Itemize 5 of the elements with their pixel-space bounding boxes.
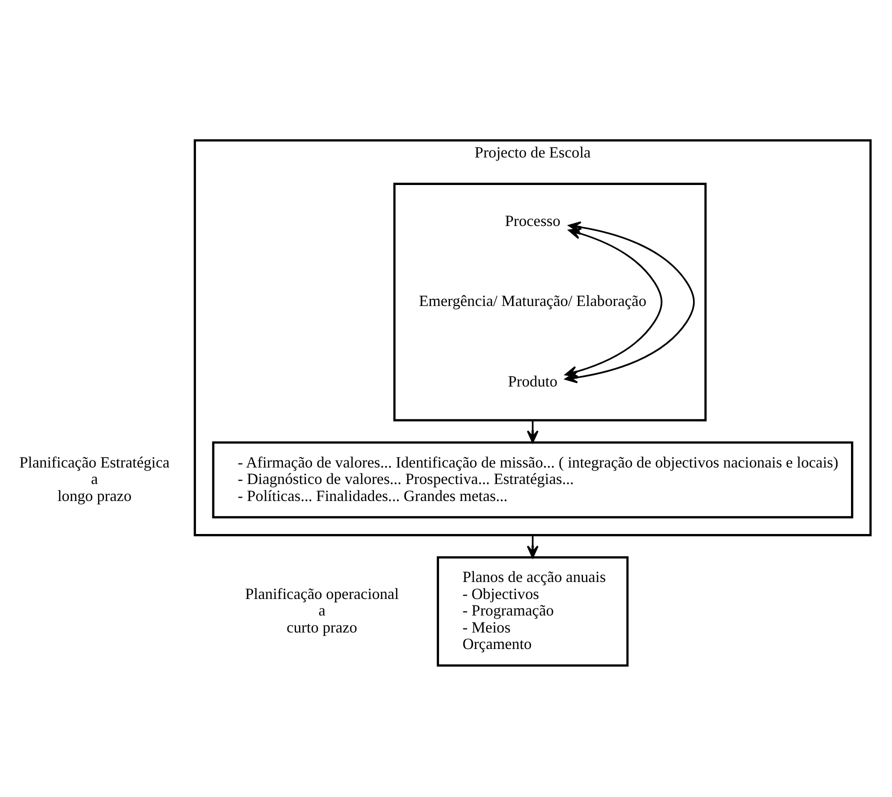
label: Planificação operacional a curto prazo	[245, 586, 399, 636]
node-text: Produto	[508, 373, 558, 390]
node-text: Emergência/ Maturação/ Elaboração	[418, 293, 646, 310]
label: Planificação Estratégica a longo prazo	[19, 454, 170, 505]
node-text: Processo	[504, 212, 560, 230]
